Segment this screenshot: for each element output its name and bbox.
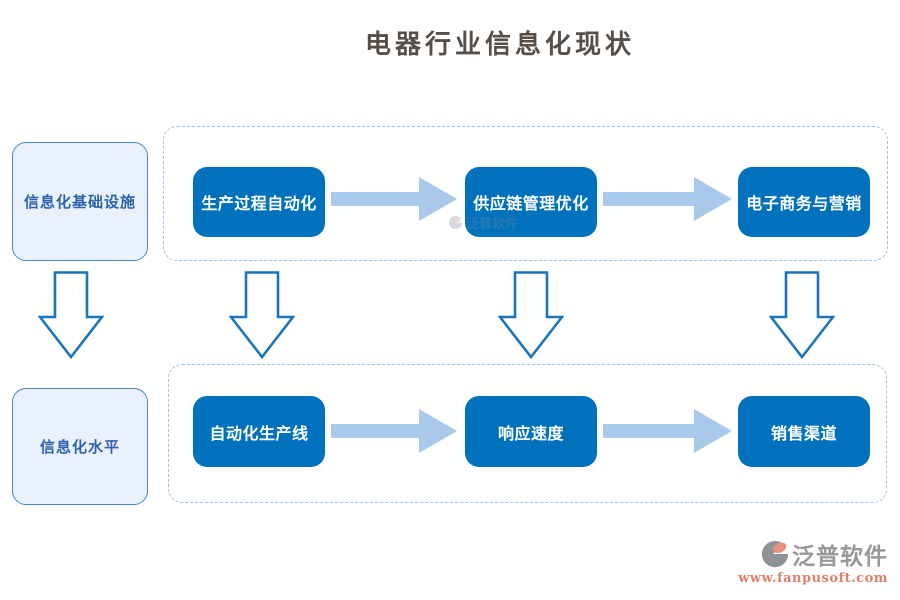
group-top-row [163,126,888,261]
node-automated-line: 自动化生产线 [193,396,325,467]
side-node-level: 信息化水平 [12,388,148,505]
watermark-text: 泛普软件 [466,216,519,231]
node-production-automation-label: 生产过程自动化 [201,196,317,213]
node-sales-channel-label: 销售渠道 [770,425,837,443]
node-supply-chain-label: 供应链管理优化 [473,196,589,213]
watermark: 泛普软件 [448,213,518,232]
down-arrow-icon [769,271,835,359]
group-bottom-row [168,364,887,503]
fanpu-logo-icon [760,539,790,569]
node-ecommerce-marketing-label: 电子商务与营销 [746,196,862,213]
node-supply-chain: 供应链管理优化 [465,167,597,237]
side-node-infrastructure: 信息化基础设施 [12,142,148,261]
right-arrow-icon [603,177,732,221]
fanpu-logo-url: www.fanpusoft.com [738,571,888,586]
fanpu-logo-name: 泛普软件 [792,543,888,570]
right-arrow-icon [331,177,457,221]
node-response-speed-label: 响应速度 [497,425,564,443]
node-response-speed: 响应速度 [465,396,597,467]
watermark-logo-icon [448,215,463,230]
side-node-infrastructure-label: 信息化基础设施 [23,194,136,211]
fanpu-logo: 泛普软件 www.fanpusoft.com [738,537,888,586]
side-node-level-label: 信息化水平 [39,439,120,456]
right-arrow-icon [603,409,732,453]
page-title: 电器行业信息化现状 [364,30,635,60]
node-production-automation: 生产过程自动化 [193,167,325,237]
node-automated-line-label: 自动化生产线 [209,425,309,443]
node-sales-channel: 销售渠道 [738,396,870,467]
down-arrow-icon [38,271,104,359]
right-arrow-icon [331,409,457,453]
down-arrow-icon [229,271,295,359]
down-arrow-icon [498,271,564,359]
node-ecommerce-marketing: 电子商务与营销 [738,167,870,237]
